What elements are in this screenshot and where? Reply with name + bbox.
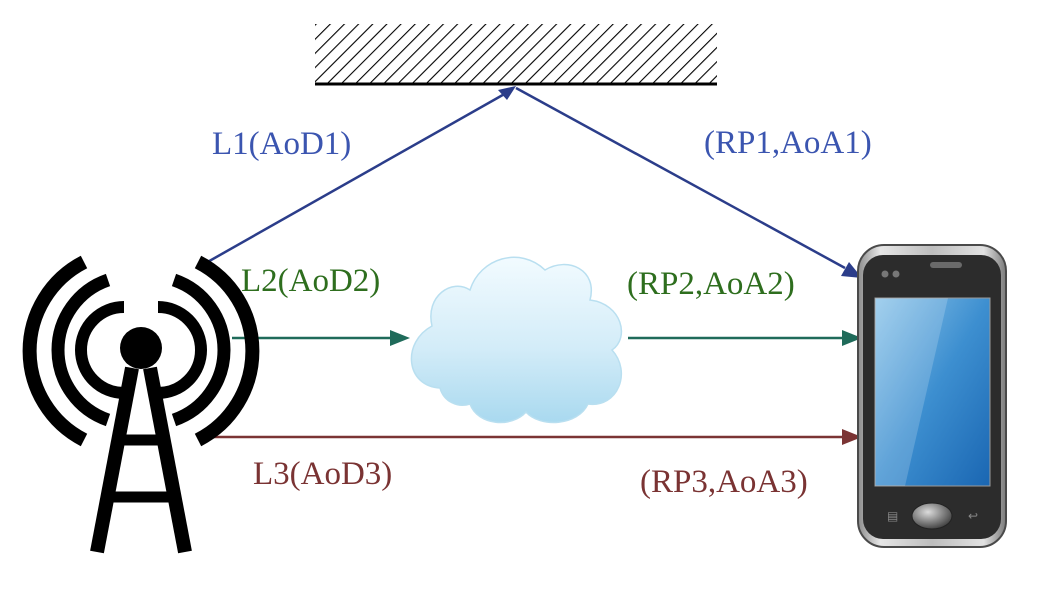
reflector-wall (315, 24, 717, 86)
cloud-icon (410, 256, 623, 424)
tower-wave-right-inner (157, 301, 207, 399)
path-2-arrowhead (842, 330, 862, 346)
path-1-incident-line (196, 90, 509, 270)
path-3-departure-label: L3(AoD3) (253, 456, 393, 492)
path-1-arrival-label: (RP1,AoA1) (704, 125, 872, 161)
path-1-departure-label: L1(AoD1) (212, 126, 352, 162)
path-3-arrival-label: (RP3,AoA3) (640, 464, 808, 500)
tower-wave-right-middle (171, 273, 231, 427)
tower-wave-left-inner (75, 301, 125, 399)
tower-antenna-node (120, 327, 162, 369)
path-3 (205, 429, 862, 445)
tower-leg-left (90, 366, 139, 554)
phone-camera-dot-2 (892, 270, 900, 278)
path-2-arrival-label: (RP2,AoA2) (627, 266, 795, 302)
tower-wave-left-middle (51, 273, 111, 427)
path-1 (196, 86, 862, 278)
phone-back-key-icon: ↩ (968, 509, 978, 523)
path-2-cloud-arrowhead (390, 330, 410, 346)
path-1-reflection-arrowhead (498, 86, 516, 100)
smartphone-icon: ▤ ↩ (857, 244, 1007, 548)
phone-camera-dot-1 (881, 270, 889, 278)
tower-leg-right (143, 366, 192, 554)
phone-menu-key-icon: ▤ (887, 509, 898, 523)
path-2 (232, 330, 862, 346)
phone-speaker (930, 262, 962, 268)
phone-screen-glare (875, 298, 948, 486)
path-2-departure-label: L2(AoD2) (241, 263, 381, 299)
path-1-reflected-line (515, 86, 846, 270)
path-3-arrowhead (842, 429, 862, 445)
radio-tower-icon (22, 255, 260, 554)
path-1-arrowhead (841, 262, 862, 278)
phone-home-button (911, 502, 953, 530)
tower-wave-right-outer (194, 255, 260, 447)
hatched-wall-icon (315, 24, 717, 84)
tower-wave-left-outer (22, 255, 88, 447)
phone-screen (874, 297, 991, 487)
